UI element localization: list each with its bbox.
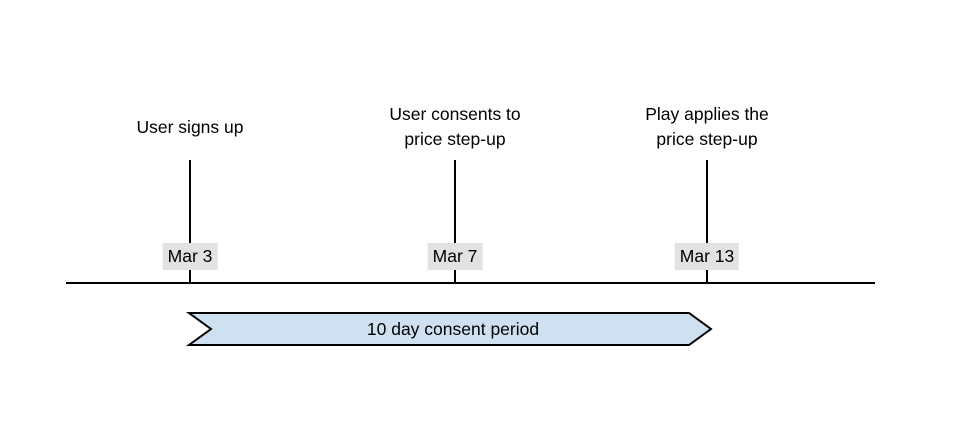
event-tick-apply bbox=[706, 160, 708, 284]
event-caption-consent: User consents to price step-up bbox=[389, 104, 521, 149]
event-caption-signup: User signs up bbox=[136, 117, 244, 137]
event-tick-consent bbox=[454, 160, 456, 284]
event-caption-apply: Play applies the price step-up bbox=[645, 104, 769, 149]
event-tick-signup bbox=[189, 160, 191, 284]
consent-period-ribbon: 10 day consent period bbox=[185, 312, 713, 346]
ribbon-label: 10 day consent period bbox=[366, 318, 540, 339]
event-date-apply: Mar 13 bbox=[674, 243, 740, 270]
ribbon-shape-icon bbox=[185, 312, 713, 346]
timeline-axis bbox=[66, 282, 875, 284]
event-date-consent: Mar 7 bbox=[427, 243, 483, 270]
event-date-signup: Mar 3 bbox=[162, 243, 218, 270]
